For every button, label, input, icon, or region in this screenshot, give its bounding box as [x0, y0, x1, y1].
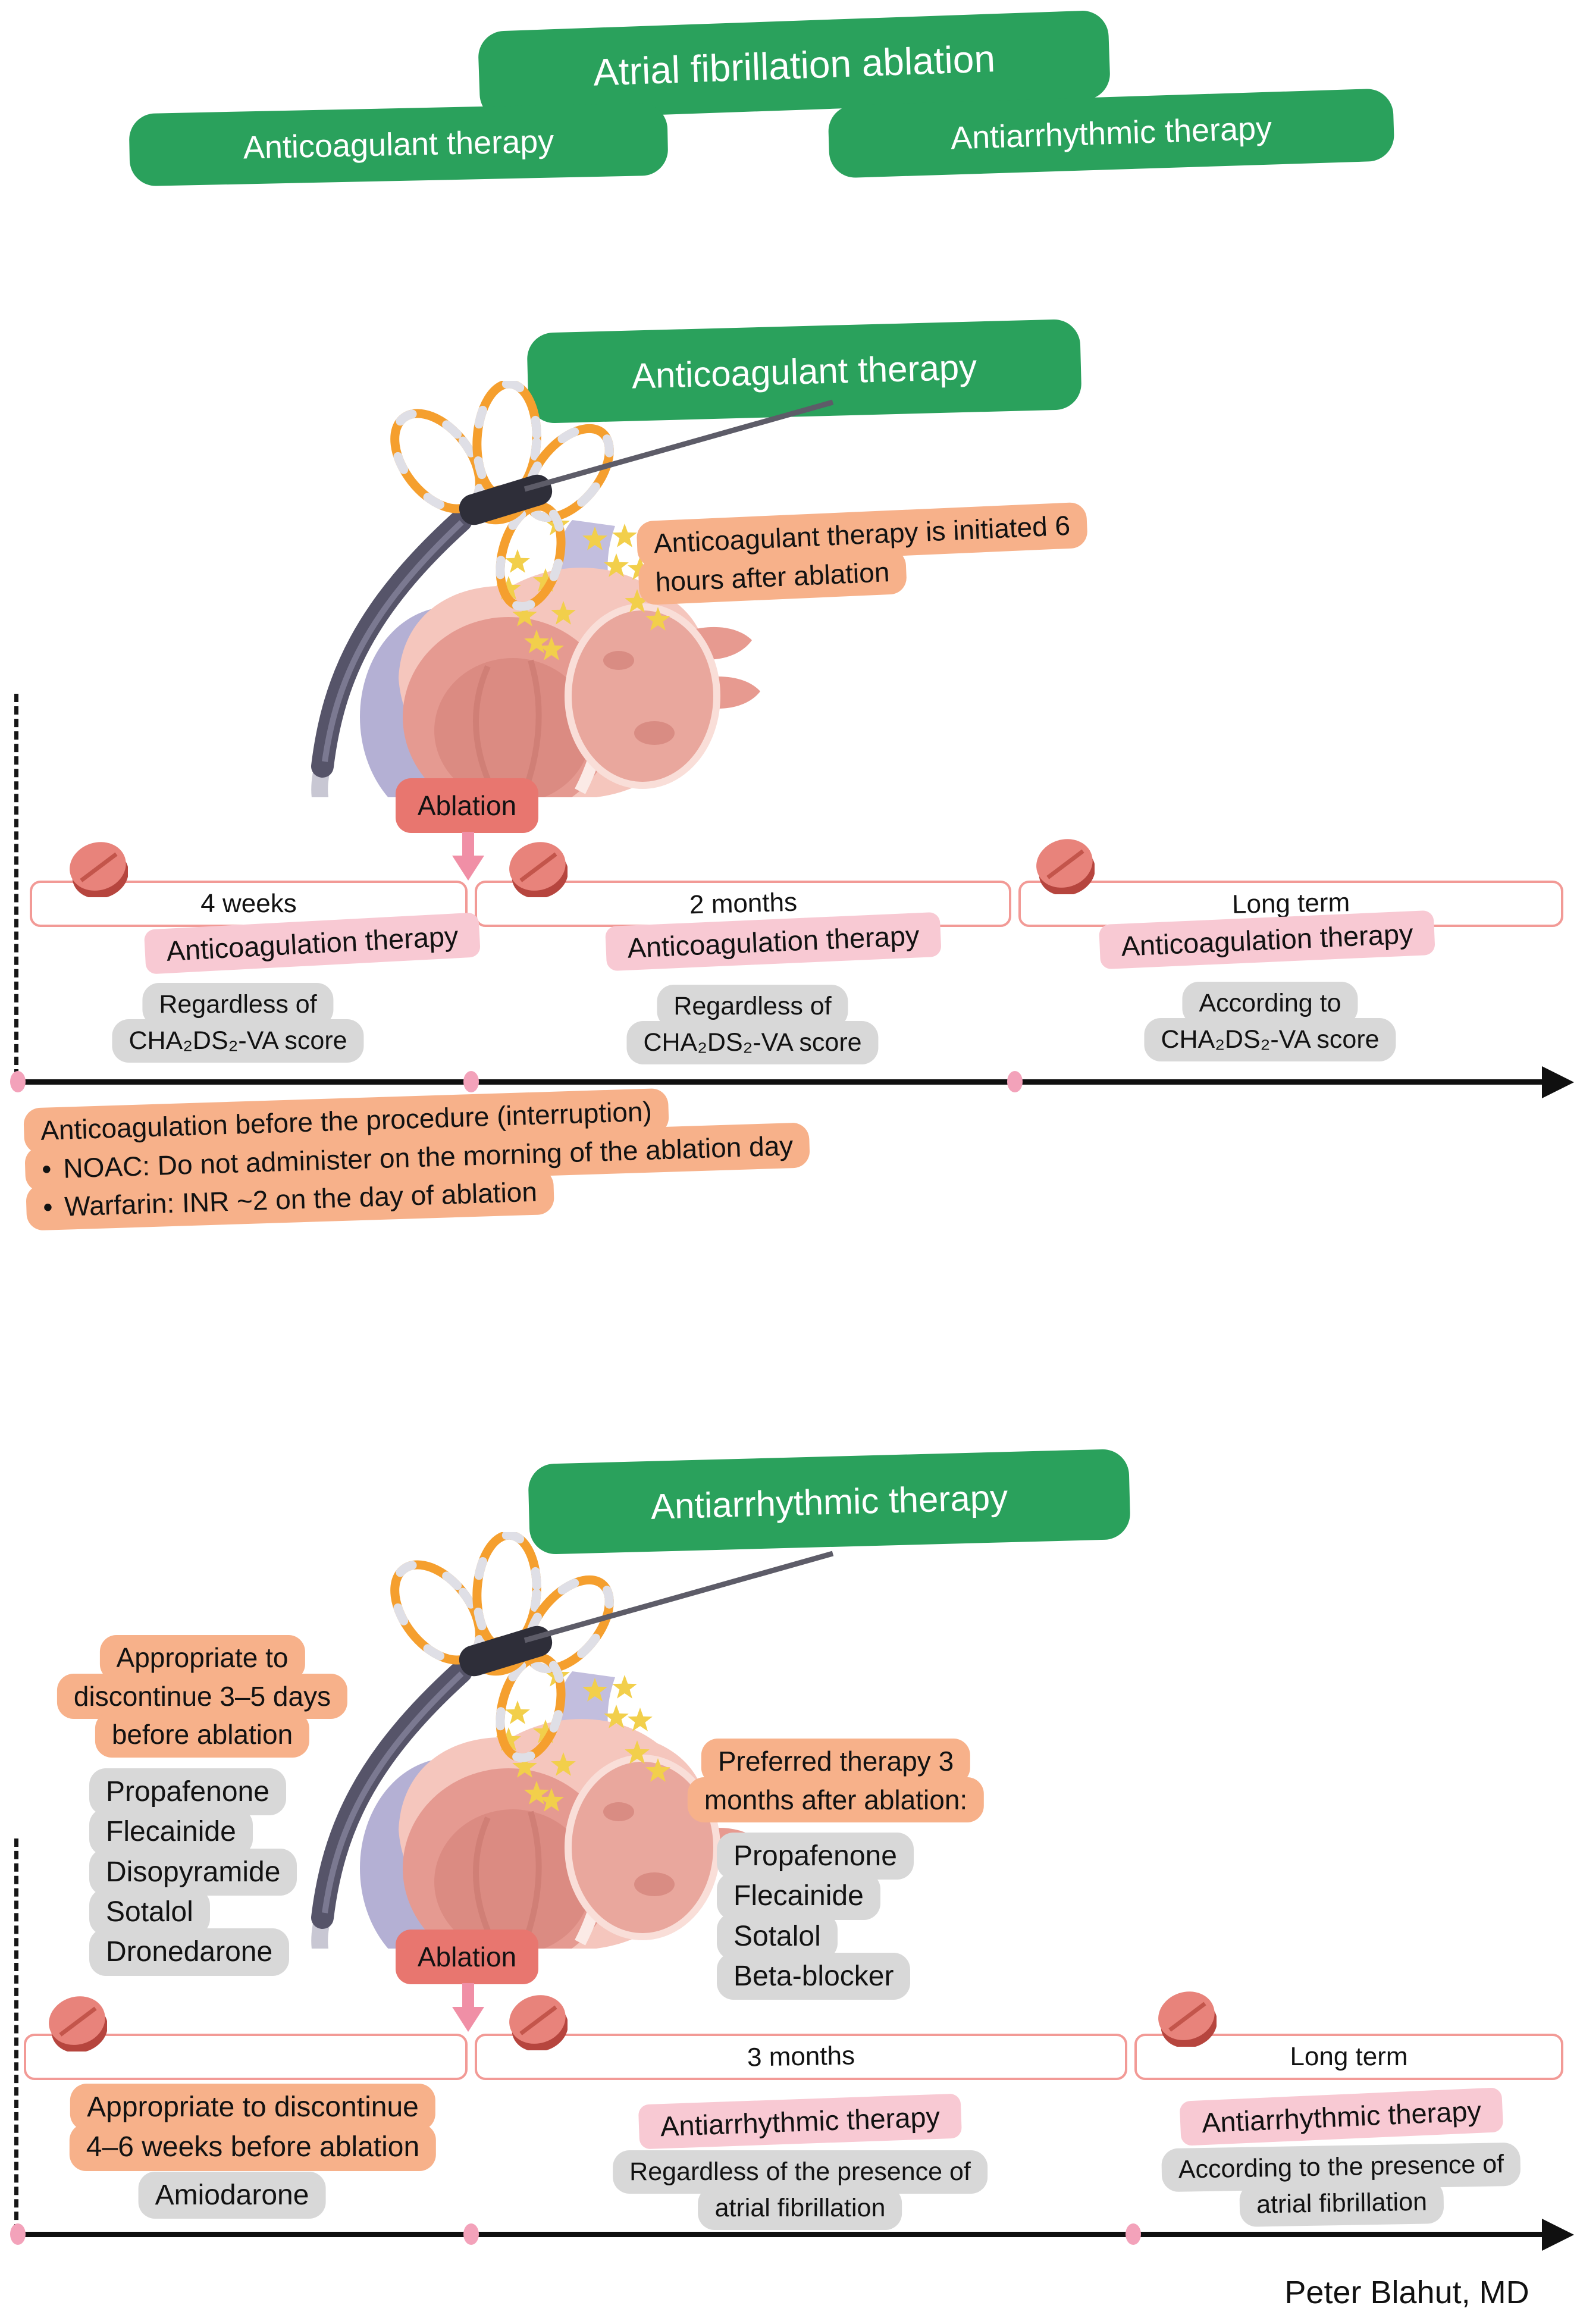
ablation-label-1: Ablation — [396, 778, 538, 833]
detail-line: atrial fibrillation — [698, 2186, 902, 2230]
drug-item: Flecainide — [717, 1872, 880, 1920]
preferred-line: Preferred therapy 3 — [701, 1739, 971, 1784]
timeline1-axis-arrowhead — [1542, 1066, 1574, 1098]
ablation-arrowhead-1 — [452, 856, 484, 881]
detail-line: CHA₂DS₂-VA score — [112, 1019, 364, 1063]
therapy-text: Antiarrhythmic therapy — [1200, 2094, 1482, 2139]
detail-box: According to CHA₂DS₂-VA score — [1144, 982, 1396, 1061]
pill-icon — [68, 838, 128, 897]
timeline2-segment-3months: 3 months — [475, 2034, 1127, 2080]
timeline1-segment-4weeks: 4 weeks — [30, 881, 468, 927]
detail-box: Regardless of CHA₂DS₂-VA score — [112, 983, 364, 1063]
drug-item: Propafenone — [717, 1833, 914, 1880]
amiodarone-drug-box: Amiodarone — [138, 2172, 326, 2219]
pill-icon — [1035, 835, 1095, 894]
preferred-drug-list: Propafenone Flecainide Sotalol Beta-bloc… — [717, 1833, 914, 2000]
timeline2-axis — [18, 2232, 1544, 2237]
ablation-label-2: Ablation — [396, 1930, 538, 1984]
therapy-label: Antiarrhythmic therapy — [1179, 2087, 1504, 2146]
drug-item: Dronedarone — [89, 1928, 290, 1976]
timeline-dot — [10, 1071, 26, 1092]
amiodarone-line: 4–6 weeks before ablation — [69, 2123, 437, 2171]
detail-line: According to — [1182, 982, 1358, 1025]
detail-line: CHA₂DS₂-VA score — [626, 1020, 879, 1064]
timeline1-axis — [18, 1079, 1544, 1085]
period-label: 3 months — [747, 2041, 855, 2072]
tag-anticoagulant-pill: Anticoagulant therapy — [128, 102, 669, 187]
timeline-dot — [463, 1071, 479, 1092]
drug-item: Propafenone — [89, 1768, 286, 1816]
pill-icon — [508, 838, 568, 897]
timeline-dot — [1007, 1071, 1023, 1092]
amiodarone-note: Appropriate to discontinue 4–6 weeks bef… — [69, 2084, 437, 2171]
detail-line: Regardless of — [657, 985, 848, 1028]
detail-line: CHA₂DS₂-VA score — [1144, 1017, 1396, 1061]
drug-item: Flecainide — [89, 1808, 253, 1856]
timeline-dot — [463, 2223, 479, 2245]
drug-item: Amiodarone — [138, 2172, 326, 2219]
ablation-text-2: Ablation — [417, 1941, 517, 1972]
period-label: 2 months — [688, 887, 798, 920]
credit-byline: Peter Blahut, MD — [1284, 2275, 1529, 2310]
therapy-text: Anticoagulation therapy — [165, 920, 459, 967]
tag-anticoagulant-label: Anticoagulant therapy — [243, 123, 554, 166]
main-title: Atrial fibrillation ablation — [592, 37, 996, 94]
detail-line: atrial fibrillation — [1239, 2179, 1444, 2227]
detail-line: Regardless of the presence of — [613, 2150, 987, 2194]
timeline2-axis-arrowhead — [1542, 2219, 1574, 2251]
ablation-arrowhead-2 — [452, 2007, 484, 2032]
therapy-text: Anticoagulation therapy — [1120, 917, 1414, 962]
timeline1-start-dashed-line — [14, 694, 18, 1078]
pill-icon — [508, 1991, 568, 2050]
drug-item: Disopyramide — [89, 1848, 297, 1896]
preferred-line: months after ablation: — [687, 1777, 985, 1823]
discontinue-note: Appropriate to discontinue 3–5 days befo… — [57, 1635, 348, 1758]
ablation-arrow-2 — [462, 1983, 474, 2008]
detail-box: Regardless of the presence of atrial fib… — [613, 2150, 987, 2230]
drug-item: Sotalol — [717, 1912, 838, 1960]
section2-title: Antiarrhythmic therapy — [650, 1477, 1008, 1527]
discontinue-drug-list: Propafenone Flecainide Disopyramide Sota… — [89, 1768, 297, 1976]
detail-box: Regardless of CHA₂DS₂-VA score — [626, 985, 879, 1064]
period-label: 4 weeks — [200, 889, 297, 918]
discontinue-line: Appropriate to — [99, 1635, 305, 1681]
drug-item: Beta-blocker — [717, 1953, 911, 2000]
timeline-dot — [1126, 2223, 1141, 2245]
interruption-note: Anticoagulation before the procedure (in… — [23, 1083, 811, 1231]
timeline-dot — [10, 2223, 26, 2245]
bullet-icon: • — [42, 1191, 54, 1223]
therapy-label: Antiarrhythmic therapy — [638, 2093, 963, 2150]
amiodarone-line: Appropriate to discontinue — [70, 2084, 435, 2131]
pill-icon — [48, 1992, 107, 2051]
detail-line: Regardless of — [142, 983, 334, 1026]
pill-icon — [1157, 1987, 1217, 2047]
bullet-icon: • — [41, 1153, 52, 1185]
therapy-text: Antiarrhythmic therapy — [660, 2100, 941, 2143]
detail-box: According to the presence of atrial fibr… — [1161, 2142, 1522, 2228]
ablation-text-1: Ablation — [417, 790, 517, 821]
period-label: Long term — [1290, 2042, 1408, 2071]
timeline2-segment-preablation — [24, 2034, 468, 2080]
tag-antiarrhythmic-label: Antiarrhythmic therapy — [950, 110, 1272, 156]
preferred-note: Preferred therapy 3 months after ablatio… — [687, 1739, 985, 1823]
discontinue-line: discontinue 3–5 days — [57, 1673, 348, 1719]
drug-item: Sotalol — [89, 1888, 210, 1936]
ablation-arrow-1 — [462, 832, 474, 857]
timeline2-start-dashed-line — [14, 1838, 18, 2232]
therapy-text: Anticoagulation therapy — [626, 919, 920, 964]
discontinue-line: before ablation — [95, 1712, 310, 1758]
